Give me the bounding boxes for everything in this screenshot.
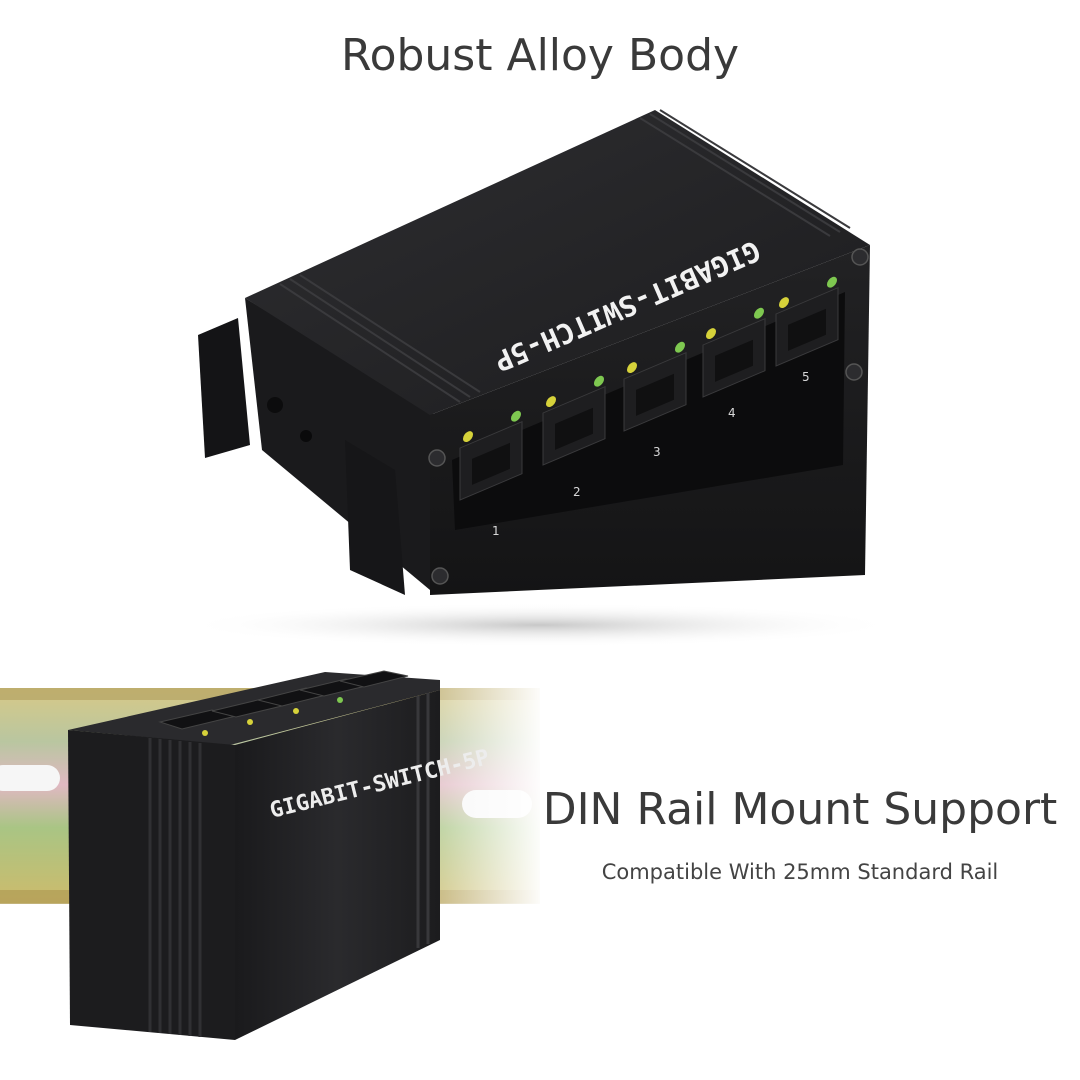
heading-robust-alloy-body: Robust Alloy Body — [340, 30, 740, 81]
din-clip-left — [198, 318, 250, 458]
product-shadow — [180, 603, 900, 647]
din-rail-scene: GIGABIT-SWITCH-5P — [0, 670, 545, 1040]
heatsink-ridges — [279, 109, 851, 403]
top-face — [245, 110, 870, 415]
box-side-ridges — [416, 693, 430, 948]
rail-slot — [0, 765, 60, 791]
rj45-ports-top — [158, 670, 409, 730]
heading-din-rail-mount: DIN Rail Mount Support — [542, 784, 1058, 835]
box-ridges — [148, 738, 202, 1037]
box-side-face — [235, 690, 440, 1040]
led-indicators — [202, 697, 343, 736]
switch-top-view: 1 2 3 4 5 GIGABIT-SWITCH-5P — [198, 109, 870, 595]
port-number-1: 1 — [492, 524, 500, 538]
port-number-5: 5 — [802, 370, 810, 384]
port-number-4: 4 — [728, 406, 736, 420]
rj45-ports — [459, 276, 839, 501]
subheading-rail-compat: Compatible With 25mm Standard Rail — [601, 860, 999, 884]
port-number-labels: 1 2 3 4 5 — [492, 370, 810, 538]
port-number-2: 2 — [573, 485, 581, 499]
port-number-3: 3 — [653, 445, 661, 459]
din-clip-front — [345, 440, 405, 595]
screw-icons — [428, 248, 869, 585]
